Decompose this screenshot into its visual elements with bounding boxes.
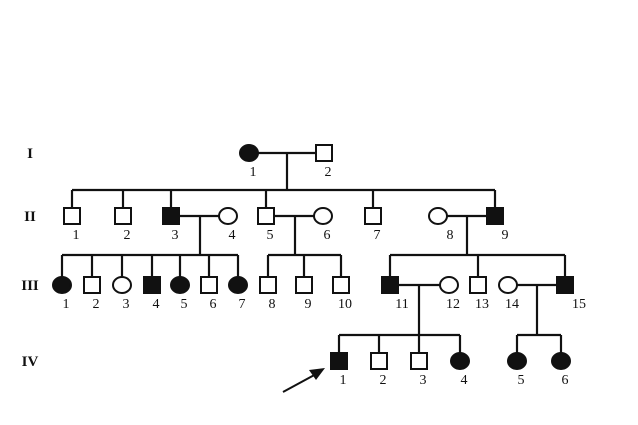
individual-number-ii-4: 4 xyxy=(229,228,236,243)
individual-number-iii-3: 3 xyxy=(123,297,130,312)
individual-number-iii-14: 14 xyxy=(505,297,519,312)
generation-label-ii: II xyxy=(24,209,36,225)
relationship-lines xyxy=(60,151,567,353)
male-affected-ii-3 xyxy=(162,207,180,225)
female-unaffected-ii-8 xyxy=(428,207,448,225)
individual-number-iii-5: 5 xyxy=(181,297,188,312)
individual-number-iii-13: 13 xyxy=(475,297,489,312)
female-affected-i-1 xyxy=(239,144,259,162)
individual-number-iv-3: 3 xyxy=(420,373,427,388)
individual-number-iv-6: 6 xyxy=(562,373,569,388)
male-unaffected-ii-7 xyxy=(364,207,382,225)
individual-number-iii-15: 15 xyxy=(572,297,586,312)
individual-number-i-2: 2 xyxy=(325,165,332,180)
individual-number-ii-6: 6 xyxy=(324,228,331,243)
female-affected-iv-6 xyxy=(551,352,571,370)
male-unaffected-ii-5 xyxy=(257,207,275,225)
individual-number-iii-12: 12 xyxy=(446,297,460,312)
generation-label-iv: IV xyxy=(22,354,39,370)
female-affected-iv-5 xyxy=(507,352,527,370)
proband-arrow xyxy=(282,368,325,393)
male-unaffected-iii-13 xyxy=(469,276,487,294)
male-unaffected-iv-2 xyxy=(370,352,388,370)
individual-number-iv-5: 5 xyxy=(518,373,525,388)
individual-number-iii-2: 2 xyxy=(93,297,100,312)
female-unaffected-iii-14 xyxy=(498,276,518,294)
male-unaffected-iii-6 xyxy=(200,276,218,294)
individual-number-iv-4: 4 xyxy=(461,373,468,388)
female-affected-iii-1 xyxy=(52,276,72,294)
male-unaffected-i-2 xyxy=(315,144,333,162)
male-affected-iii-4 xyxy=(143,276,161,294)
individual-number-ii-8: 8 xyxy=(447,228,454,243)
female-unaffected-iii-3 xyxy=(112,276,132,294)
female-unaffected-ii-4 xyxy=(218,207,238,225)
male-unaffected-iii-2 xyxy=(83,276,101,294)
male-unaffected-ii-2 xyxy=(114,207,132,225)
generation-label-iii: III xyxy=(21,278,39,294)
individual-number-ii-9: 9 xyxy=(502,228,509,243)
female-affected-iv-4 xyxy=(450,352,470,370)
individual-number-iii-7: 7 xyxy=(239,297,246,312)
female-unaffected-ii-6 xyxy=(313,207,333,225)
individual-number-iii-9: 9 xyxy=(305,297,312,312)
individual-number-iv-2: 2 xyxy=(380,373,387,388)
male-affected-iii-15 xyxy=(556,276,574,294)
individual-number-iii-4: 4 xyxy=(153,297,160,312)
individual-number-iii-10: 10 xyxy=(338,297,352,312)
generation-label-i: I xyxy=(27,146,33,162)
female-affected-iii-5 xyxy=(170,276,190,294)
male-unaffected-iii-10 xyxy=(332,276,350,294)
male-unaffected-iv-3 xyxy=(410,352,428,370)
individual-number-iii-1: 1 xyxy=(63,297,70,312)
male-affected-ii-9 xyxy=(486,207,504,225)
individual-number-iii-8: 8 xyxy=(269,297,276,312)
proband-arrow-shaft xyxy=(282,372,319,393)
male-unaffected-iii-8 xyxy=(259,276,277,294)
individual-number-ii-1: 1 xyxy=(73,228,80,243)
female-affected-iii-7 xyxy=(228,276,248,294)
male-unaffected-iii-9 xyxy=(295,276,313,294)
male-affected-iii-11 xyxy=(381,276,399,294)
individual-number-ii-3: 3 xyxy=(172,228,179,243)
individual-number-iii-6: 6 xyxy=(210,297,217,312)
male-unaffected-ii-1 xyxy=(63,207,81,225)
individual-number-ii-5: 5 xyxy=(267,228,274,243)
female-unaffected-iii-12 xyxy=(439,276,459,294)
individual-number-iv-1: 1 xyxy=(340,373,347,388)
individual-number-ii-2: 2 xyxy=(124,228,131,243)
individual-number-iii-11: 11 xyxy=(395,297,408,312)
proband-arrow-head xyxy=(309,368,325,380)
individual-number-ii-7: 7 xyxy=(374,228,381,243)
individual-symbols xyxy=(52,144,574,370)
individual-number-i-1: 1 xyxy=(250,165,257,180)
male-affected-iv-1 xyxy=(330,352,348,370)
